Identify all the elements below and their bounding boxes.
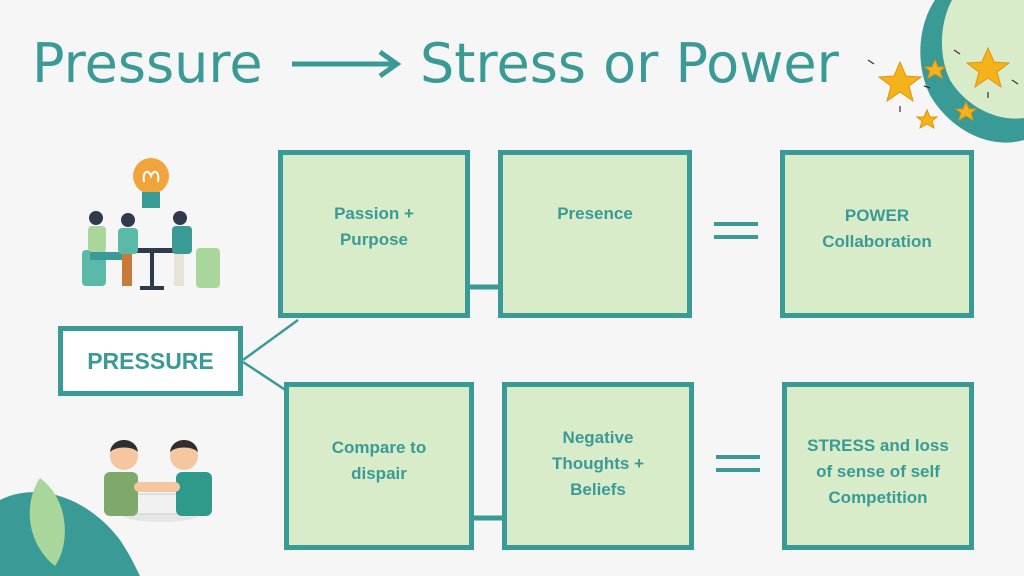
- equals-bottom-line-2: [716, 468, 760, 472]
- negative-thoughts-label: Negative Thoughts + Beliefs: [551, 428, 645, 499]
- title-pressure: Pressure: [32, 32, 263, 95]
- pressure-label: PRESSURE: [87, 347, 214, 374]
- compare-to-dispair-label: Compare to dispair: [331, 438, 427, 483]
- stress-competition-box: STRESS and loss of sense of self Competi…: [782, 382, 974, 550]
- lightbulb-icon: [133, 158, 169, 208]
- presence-box: Presence: [498, 150, 692, 318]
- star-large-2: [965, 46, 1011, 89]
- star-large: [877, 60, 923, 103]
- stars-icon: [867, 46, 1019, 130]
- pressure-box: PRESSURE: [58, 326, 243, 396]
- negative-thoughts-box: Negative Thoughts + Beliefs: [502, 382, 694, 550]
- equals-bottom-line-1: [716, 455, 760, 459]
- passion-purpose-label: Passion + Purpose: [334, 204, 414, 249]
- team-meeting-lightbulb-illustration: [82, 158, 220, 290]
- star-small-2: [915, 108, 939, 130]
- star-small-3: [954, 100, 978, 122]
- compare-to-dispair-box: Compare to dispair: [284, 382, 474, 550]
- power-collaboration-label: POWER Collaboration: [822, 206, 932, 251]
- passion-purpose-box: Passion + Purpose: [278, 150, 470, 318]
- presence-label: Presence: [557, 204, 633, 223]
- bottom-left-leaf: [29, 478, 65, 566]
- title-stress-or-power: Stress or Power: [420, 32, 839, 95]
- equals-top-line-2: [714, 235, 758, 239]
- stress-competition-label: STRESS and loss of sense of self Competi…: [807, 436, 949, 507]
- star-small: [923, 58, 947, 80]
- power-collaboration-box: POWER Collaboration: [780, 150, 974, 318]
- arm-wrestling-illustration: [104, 440, 212, 522]
- equals-top-line-1: [714, 222, 758, 226]
